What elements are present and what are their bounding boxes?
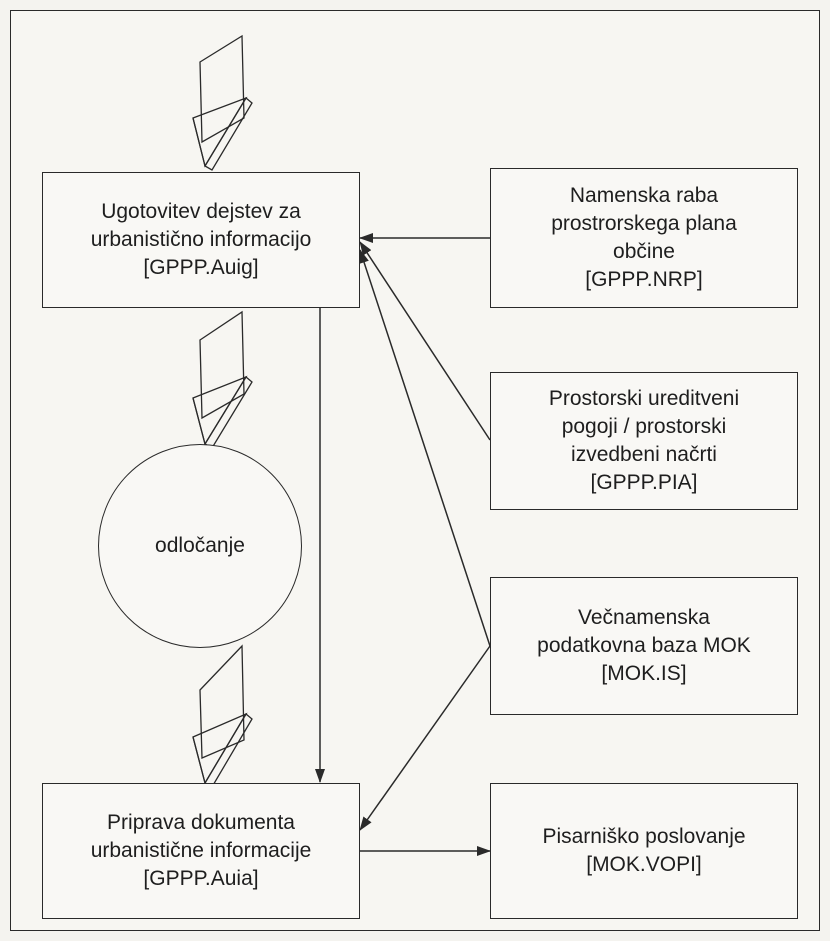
box-line: [MOK.IS] — [601, 662, 687, 685]
box-line: Večnamenska — [578, 606, 710, 629]
flow-arrow-bottom — [192, 644, 253, 788]
box-line: Prostorski ureditveni — [548, 387, 740, 410]
arrow-is-to-auia — [359, 645, 491, 831]
box-ugotovitev-dejstev: Ugotovitev dejstev za urbanistično infor… — [42, 172, 360, 308]
box-namenska-raba: Namenska raba prostrorskega plana občine… — [490, 168, 798, 308]
decision-label: odločanje — [155, 534, 245, 557]
box-line: Pisarniško poslovanje — [542, 825, 746, 848]
box-line: urbanistično informacijo — [90, 228, 312, 251]
box-line: Ugotovitev dejstev za — [101, 200, 301, 223]
flow-arrow-top — [192, 34, 253, 171]
box-line: izvedbeni načrti — [571, 443, 717, 466]
box-line: Priprava dokumenta — [107, 811, 295, 834]
box-line: pogoji / prostorski — [561, 415, 727, 438]
box-line: podatkovna baza MOK — [537, 634, 751, 657]
box-prostorski-pogoji: Prostorski ureditveni pogoji / prostorsk… — [490, 372, 798, 510]
box-line: Namenska raba — [569, 184, 719, 207]
arrow-pia-to-auig — [359, 241, 491, 441]
box-line: [MOK.VOPI] — [586, 853, 702, 876]
decision-circle: odločanje — [98, 444, 302, 648]
box-priprava-dokumenta: Priprava dokumenta urbanistične informac… — [42, 783, 360, 919]
box-line: [GPPP.NRP] — [585, 268, 703, 291]
box-vecnamenska-baza: Večnamenska podatkovna baza MOK [MOK.IS] — [490, 577, 798, 715]
box-line: [GPPP.PIA] — [590, 471, 698, 494]
arrow-is-to-auig — [359, 249, 491, 647]
box-line: prostrorskega plana — [551, 212, 737, 235]
box-line: [GPPP.Auig] — [143, 256, 259, 279]
box-pisarnisko-poslovanje: Pisarniško poslovanje [MOK.VOPI] — [490, 783, 798, 919]
box-line: občine — [613, 240, 675, 263]
flow-arrow-middle — [192, 310, 253, 449]
box-line: [GPPP.Auia] — [143, 867, 259, 890]
box-line: urbanistične informacije — [90, 839, 312, 862]
